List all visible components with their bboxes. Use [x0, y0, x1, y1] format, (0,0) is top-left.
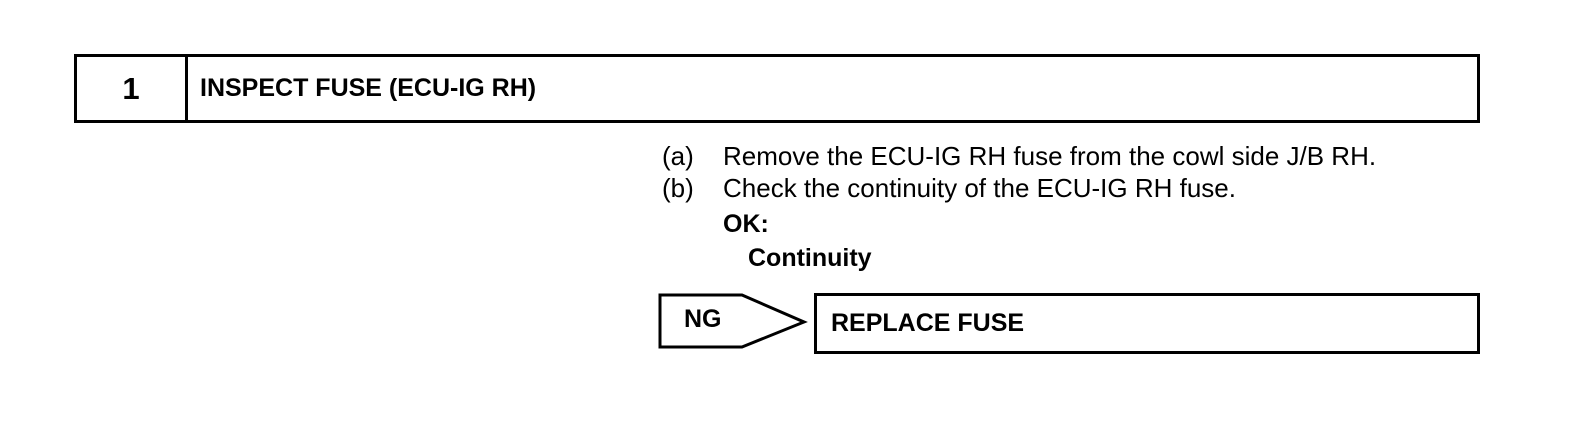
- step-title: INSPECT FUSE (ECU-IG RH): [200, 74, 537, 102]
- instruction-text: Check the continuity of the ECU-IG RH fu…: [723, 173, 1236, 203]
- ok-label: OK:: [723, 210, 769, 238]
- instruction-label: (b): [662, 173, 694, 203]
- ng-arrow-icon: [658, 293, 808, 349]
- instruction-item: (a) Remove the ECU-IG RH fuse from the c…: [662, 140, 1376, 172]
- instruction-label: (a): [662, 141, 694, 171]
- instruction-list: (a) Remove the ECU-IG RH fuse from the c…: [662, 140, 1376, 204]
- ng-label: NG: [684, 305, 722, 333]
- step-header: 1 INSPECT FUSE (ECU-IG RH): [74, 54, 1480, 123]
- ng-action-box: REPLACE FUSE: [814, 293, 1480, 354]
- step-number: 1: [77, 57, 188, 120]
- ng-action-text: REPLACE FUSE: [831, 309, 1025, 337]
- instruction-text: Remove the ECU-IG RH fuse from the cowl …: [723, 141, 1377, 171]
- instruction-item: (b) Check the continuity of the ECU-IG R…: [662, 172, 1376, 204]
- ok-condition: Continuity: [748, 244, 872, 272]
